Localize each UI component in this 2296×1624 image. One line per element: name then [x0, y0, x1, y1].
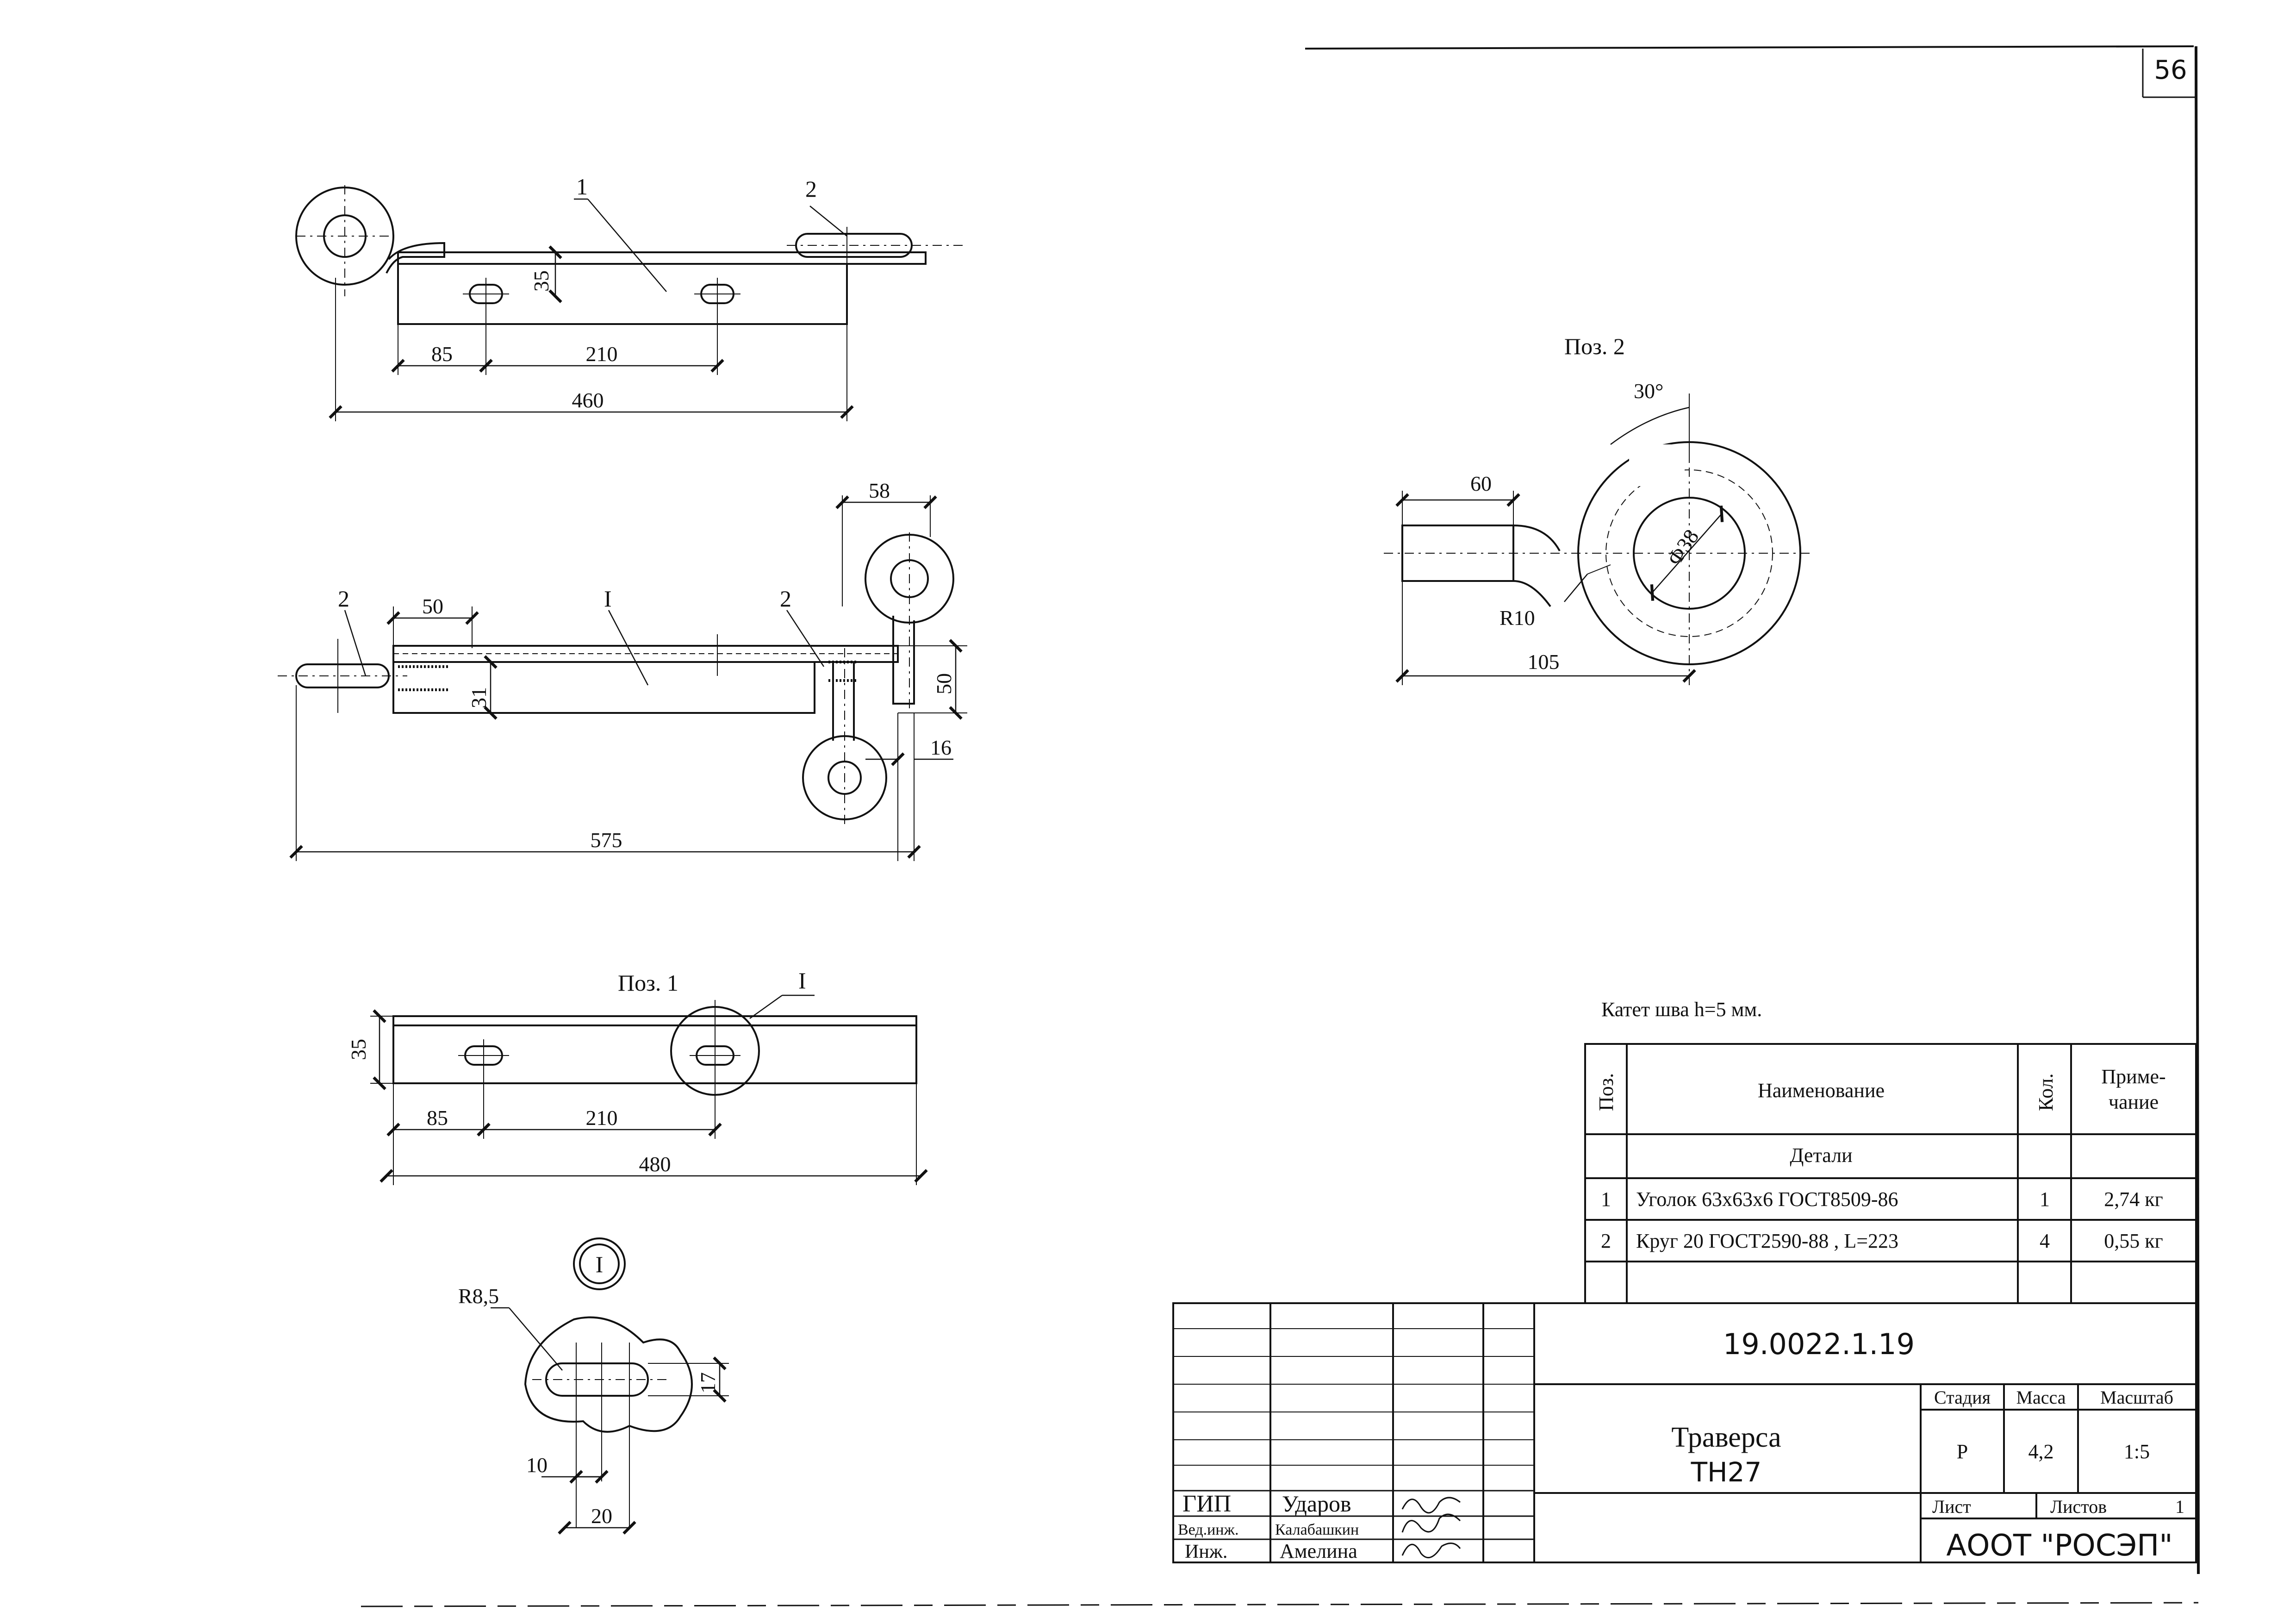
company-name: АООТ "РОСЭП"	[1946, 1529, 2172, 1563]
mass-header: Масса	[2016, 1387, 2066, 1408]
view2-pos-label-I: I	[604, 586, 612, 612]
signature-role-1: ГИП	[1182, 1491, 1231, 1517]
spec-row-1-name: Уголок 63х63х6 ГОСТ8509-86	[1636, 1188, 1898, 1211]
sheet-frame	[361, 45, 2200, 1607]
pos2-dim-60: 60	[1470, 472, 1492, 495]
view1-dim-210: 210	[586, 342, 618, 366]
pos-1-angle-drawing	[370, 994, 928, 1185]
view-2-assembly-front	[278, 495, 967, 861]
weld-note: Катет шва h=5 мм.	[1601, 998, 1762, 1021]
view1-dim-35: 35	[529, 270, 553, 292]
sheets-count: 1	[2175, 1496, 2184, 1517]
detail-dim-10: 10	[526, 1453, 548, 1477]
pos2-dim-diameter: Ф38	[1662, 525, 1703, 570]
spec-header-pos: Поз.	[1595, 1073, 1618, 1111]
sheet-label: Лист	[1932, 1496, 1971, 1517]
view2-dim-50-right: 50	[932, 673, 956, 694]
signature-name-2: Калабашкин	[1275, 1521, 1359, 1538]
pos1-dim-480: 480	[639, 1152, 671, 1176]
view1-dim-460: 460	[572, 388, 604, 412]
pos2-title: Поз. 2	[1564, 333, 1625, 359]
handwritten-signatures	[1401, 1497, 1461, 1558]
detail-dim-20: 20	[591, 1504, 612, 1528]
view2-pos-label-2-left: 2	[338, 586, 349, 612]
view2-dim-16: 16	[930, 736, 952, 759]
spec-header-qty: Кол.	[2035, 1073, 2057, 1111]
spec-row-1-note: 2,74 кг	[2104, 1188, 2163, 1211]
doc-title-2: ТН27	[1691, 1456, 1762, 1488]
mass-value: 4,2	[2028, 1440, 2054, 1463]
signature-name-3: Амелина	[1280, 1540, 1357, 1562]
spec-header-note-1: Приме-	[2101, 1065, 2165, 1088]
view-1-assembly-top	[295, 185, 963, 421]
spec-row-2-note: 0,55 кг	[2104, 1230, 2163, 1252]
spec-row-2-pos: 2	[1601, 1230, 1611, 1252]
spec-row-2-name: Круг 20 ГОСТ2590-88 , L=223	[1636, 1230, 1898, 1252]
pos-2-hook-drawing	[1384, 394, 1814, 685]
stage-value: Р	[1957, 1440, 1968, 1463]
signature-role-3: Инж.	[1185, 1541, 1227, 1562]
doc-title-1: Траверса	[1671, 1422, 1781, 1453]
scale-value: 1:5	[2124, 1440, 2150, 1463]
view1-pos-label-1: 1	[576, 174, 588, 200]
view2-dim-575: 575	[591, 828, 622, 852]
spec-header-name: Наименование	[1758, 1079, 1885, 1102]
scale-header: Масштаб	[2100, 1387, 2173, 1408]
sheets-label: Листов	[2050, 1496, 2107, 1517]
view1-pos-label-2: 2	[805, 176, 817, 202]
pos2-dim-r10: R10	[1500, 606, 1535, 630]
view2-dim-31: 31	[467, 687, 491, 708]
pos1-title: Поз. 1	[618, 970, 678, 996]
spec-row-2-qty: 4	[2040, 1230, 2050, 1252]
stage-header: Стадия	[1934, 1387, 1991, 1408]
view1-dim-85: 85	[431, 342, 453, 366]
title-block-grid	[1172, 1302, 2197, 1563]
view2-dim-58: 58	[869, 479, 890, 502]
pos1-dim-35: 35	[347, 1039, 370, 1060]
detail-radius: R8,5	[458, 1284, 499, 1308]
doc-code: 19.0022.1.19	[1723, 1327, 1915, 1361]
signature-role-2: Вед.инж.	[1178, 1521, 1239, 1538]
sheet-number: 56	[2154, 55, 2187, 85]
pos1-dim-210: 210	[586, 1106, 618, 1130]
spec-row-1-qty: 1	[2040, 1188, 2050, 1211]
pos2-dim-105: 105	[1528, 650, 1560, 674]
pos1-callout: I	[798, 968, 806, 993]
spec-header-note-2: чание	[2109, 1091, 2159, 1113]
spec-row-1-pos: 1	[1601, 1188, 1611, 1211]
pos2-dim-angle: 30°	[1634, 379, 1663, 403]
detail-I-slot	[491, 1237, 729, 1535]
detail-marker: I	[596, 1251, 604, 1277]
signature-name-1: Ударов	[1282, 1491, 1351, 1517]
pos1-dim-85: 85	[427, 1106, 448, 1130]
detail-dim-17: 17	[696, 1372, 720, 1393]
spec-section: Детали	[1790, 1144, 1852, 1167]
view2-pos-label-2-right: 2	[780, 586, 791, 612]
view2-dim-50-top: 50	[422, 594, 443, 618]
